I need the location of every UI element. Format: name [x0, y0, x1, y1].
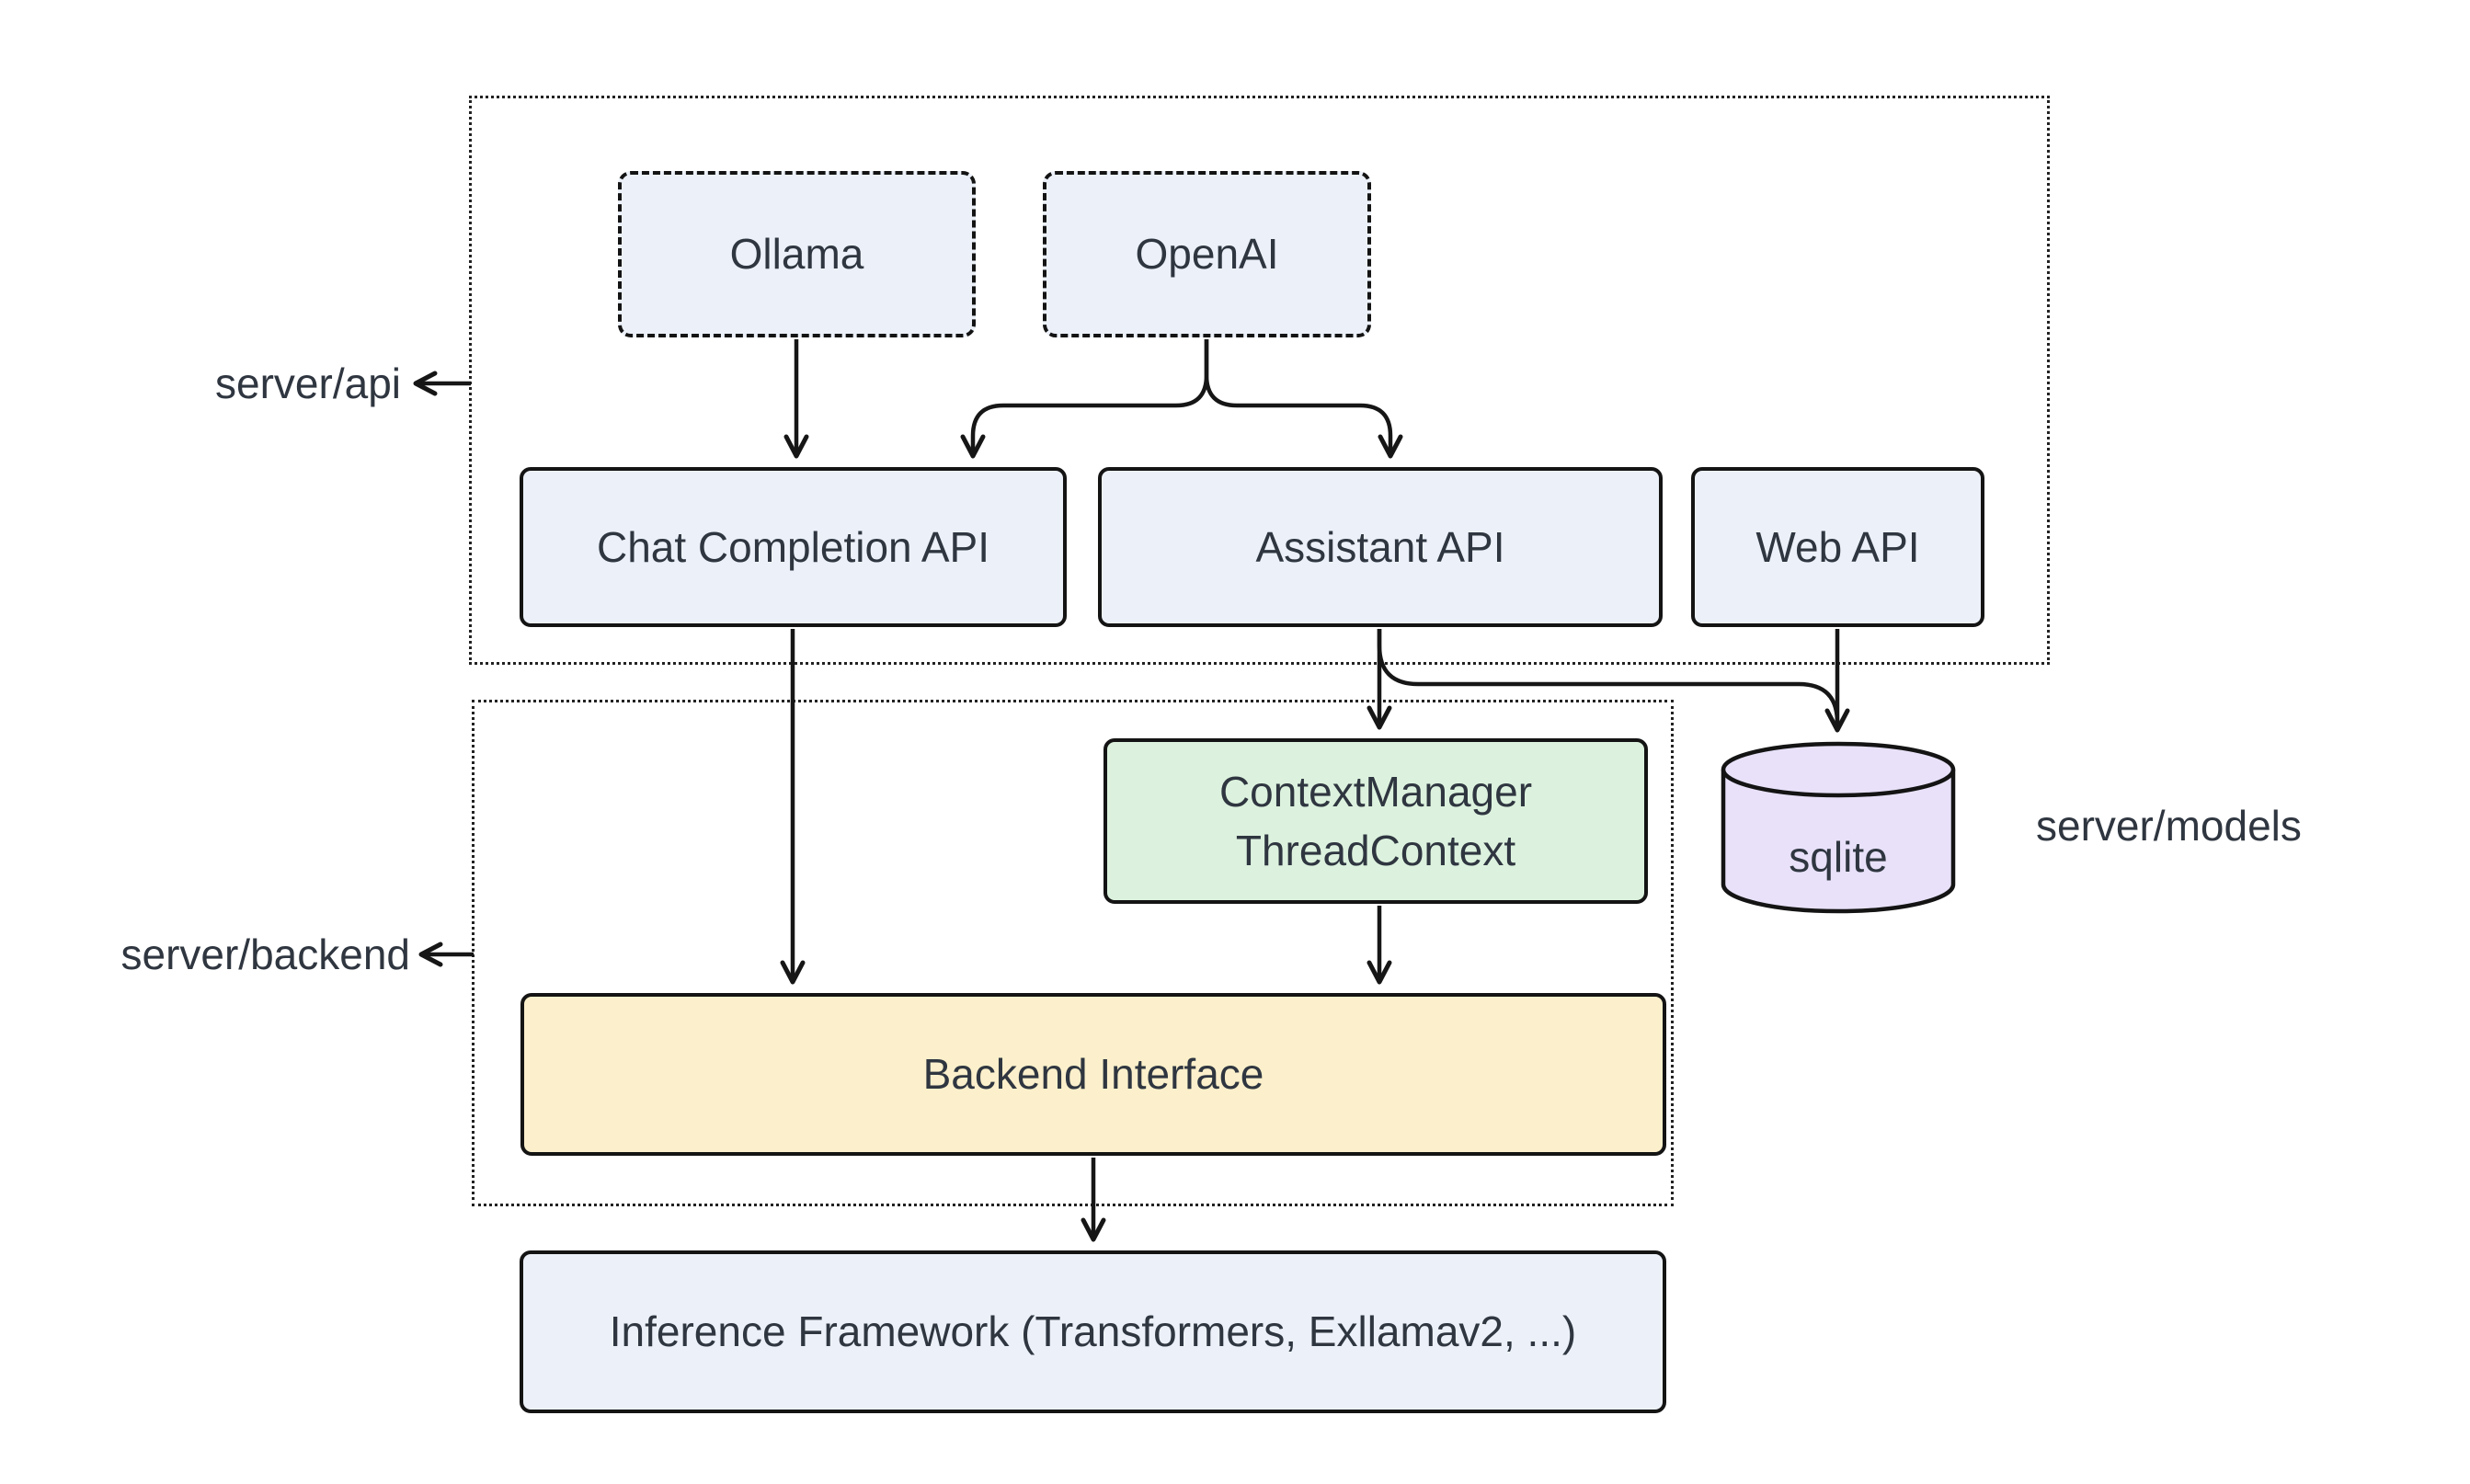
- node-chat-completion-api: Chat Completion API: [520, 467, 1067, 627]
- node-web-api: Web API: [1691, 467, 1984, 627]
- group-server-api: [469, 96, 2050, 665]
- group-label-server-backend: server/backend: [120, 930, 411, 978]
- node-inference-framework: Inference Framework (Transformers, Exlla…: [520, 1250, 1666, 1413]
- group-label-server-models: server/models: [2036, 802, 2302, 850]
- node-ollama: Ollama: [618, 171, 976, 337]
- node-context-manager: ContextManager ThreadContext: [1103, 738, 1648, 904]
- node-sqlite-label: sqlite: [1789, 833, 1888, 881]
- node-backend-interface: Backend Interface: [520, 993, 1666, 1156]
- node-assistant-api: Assistant API: [1098, 467, 1663, 627]
- group-label-server-api: server/api: [215, 360, 401, 407]
- node-openai: OpenAI: [1043, 171, 1371, 337]
- cylinder-shape: [1721, 741, 1956, 914]
- database-cylinder-icon: [1721, 741, 1956, 914]
